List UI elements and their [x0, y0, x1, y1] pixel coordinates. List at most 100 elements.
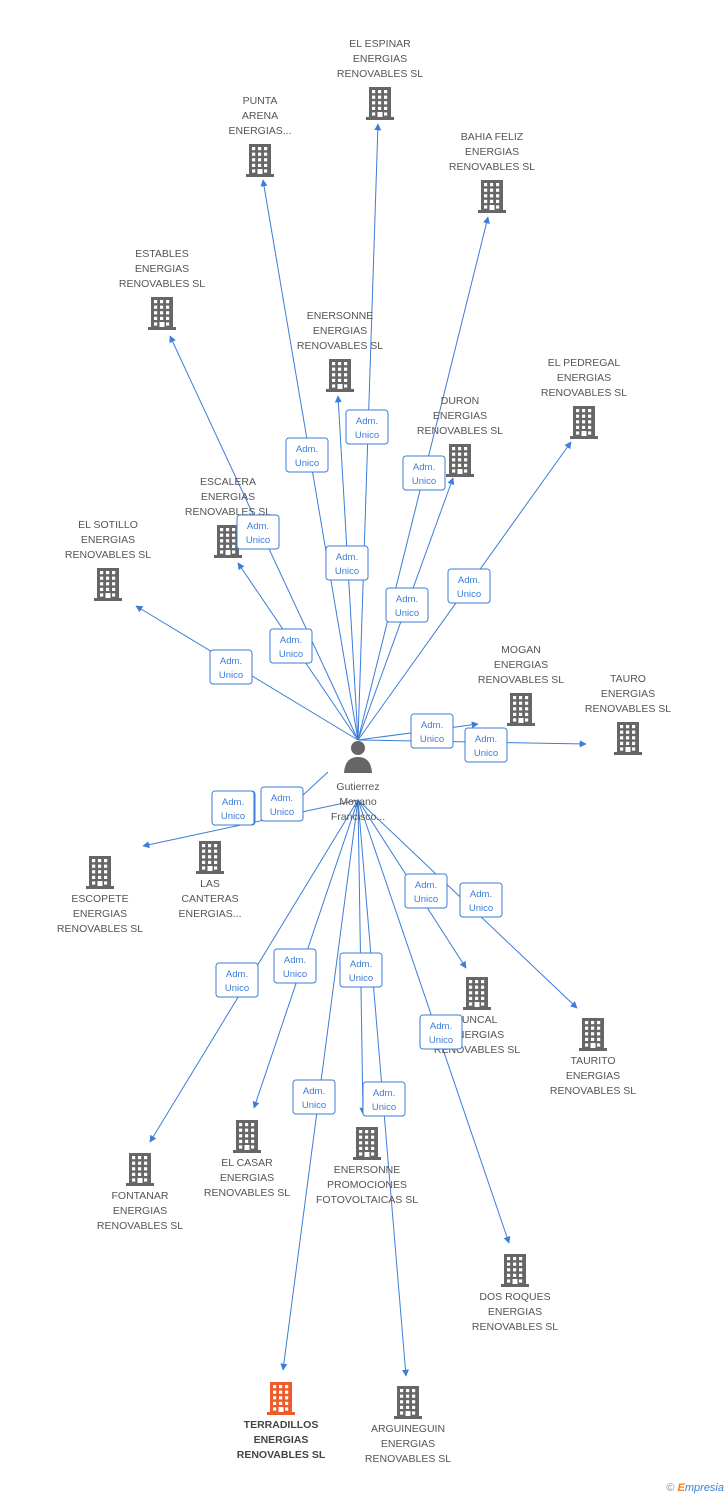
edge-label-text: Unico [295, 458, 319, 469]
building-icon [579, 1018, 607, 1051]
edge-label-el-pedregal[interactable]: Adm.Unico [447, 568, 491, 604]
edge-label-text: Unico [283, 969, 307, 980]
edge-label-text: Adm. [303, 1086, 325, 1097]
edge-label-text: Unico [246, 535, 270, 546]
building-icon [366, 87, 394, 120]
company-node-las-canteras[interactable]: LASCANTERASENERGIAS... [178, 841, 242, 920]
edge-label-text: Adm. [470, 889, 492, 900]
company-name-line: DURON [441, 395, 480, 407]
company-name-line: EL SOTILLO [78, 519, 138, 531]
center-person-node[interactable]: GutierrezMoyanoFrancisco... [331, 741, 385, 823]
company-name-line: PUNTA [243, 95, 278, 107]
building-icon [246, 144, 274, 177]
brand-initial: E [677, 1482, 685, 1494]
company-name-line: ENERGIAS [220, 1172, 274, 1184]
building-icon [570, 406, 598, 439]
edge-label-enersonne-promociones[interactable]: Adm.Unico [339, 952, 383, 988]
edge-label-arguineguin[interactable]: Adm.Unico [362, 1081, 406, 1117]
company-name-line: PROMOCIONES [327, 1179, 407, 1191]
company-node-el-sotillo[interactable]: EL SOTILLO ENERGIAS RENOVABLES SL [65, 519, 151, 601]
edge-label-juncal[interactable]: Adm.Unico [404, 873, 448, 909]
edge-label-extra-0[interactable]: Adm.Unico [211, 790, 255, 826]
building-icon [196, 841, 224, 874]
company-node-punta-arena[interactable]: PUNTAARENAENERGIAS... [228, 95, 292, 177]
edge-label-bahia-feliz[interactable]: Adm.Unico [402, 455, 446, 491]
edge-label-text: Adm. [220, 656, 242, 667]
building-icon [214, 525, 242, 558]
edge-label-taurito[interactable]: Adm.Unico [459, 882, 503, 918]
building-icon [501, 1254, 529, 1287]
building-icon [614, 722, 642, 755]
company-name-line: ENERGIAS [465, 146, 519, 158]
edge-line-las-canteras [301, 771, 329, 797]
edge-label-punta-arena[interactable]: Adm. Unico [285, 437, 329, 473]
edge-label-text: Adm. [284, 955, 306, 966]
company-name-line: FOTOVOLTAICAS SL [316, 1194, 418, 1206]
company-name-line: EL CASAR [221, 1157, 273, 1169]
company-name-line: ENERGIAS [433, 410, 487, 422]
company-name-line: ENERGIAS [81, 534, 135, 546]
company-name-line: FONTANAR [112, 1190, 169, 1202]
company-name-line: EL PEDREGAL [548, 357, 621, 369]
company-name-line: RENOVABLES SL [57, 923, 143, 935]
company-name-line: ENERGIAS [557, 372, 611, 384]
edge-label-fontanar[interactable]: Adm.Unico [215, 962, 259, 998]
company-name-line: RENOVABLES SL [237, 1449, 326, 1461]
company-name-line: RENOVABLES SL [472, 1321, 558, 1333]
company-name-line: ENERGIAS [488, 1306, 542, 1318]
edge-label-el-casar[interactable]: Adm. Unico [273, 948, 317, 984]
edge-label-text: Adm. [271, 793, 293, 804]
building-icon [326, 359, 354, 392]
company-name-line: RENOVABLES SL [65, 549, 151, 561]
edge-label-terradillos[interactable]: Adm.Unico [292, 1079, 336, 1115]
edge-label-text: Adm. [475, 734, 497, 745]
company-name-line: ENERGIAS... [228, 125, 291, 137]
footer-brand[interactable]: © Empresia [666, 1482, 724, 1494]
edge-label-las-canteras[interactable]: Adm.Unico [260, 786, 304, 822]
company-name-line: RENOVABLES SL [585, 703, 671, 715]
company-name-line: ENERGIAS... [178, 908, 241, 920]
edge-label-duron[interactable]: Adm.Unico [385, 587, 429, 623]
edge-label-escalera[interactable]: Adm.Unico [269, 628, 313, 664]
building-icon [507, 693, 535, 726]
edge-label-dos-roques[interactable]: Adm.Unico [419, 1014, 463, 1050]
edge-label-text: Unico [349, 973, 373, 984]
edge-label-estables[interactable]: Adm.Unico [236, 514, 280, 550]
edge-label-mogan[interactable]: Adm.Unico [410, 713, 454, 749]
brand-name: mpresia [684, 1482, 724, 1494]
company-name-line: RENOVABLES SL [550, 1085, 636, 1097]
company-node-enersonne-promociones[interactable]: ENERSONNE PROMOCIONES FOTOVOLTAICAS SL [316, 1127, 418, 1206]
building-icon [148, 297, 176, 330]
edge-label-el-sotillo[interactable]: Adm.Unico [209, 649, 253, 685]
company-name-line: LAS [200, 878, 220, 890]
company-name-line: ENERSONNE [334, 1164, 401, 1176]
company-name-line: TERRADILLOS [244, 1419, 319, 1431]
edge-label-text: Adm. [415, 880, 437, 891]
company-name-line: BAHIA FELIZ [461, 131, 524, 143]
company-name-line: ENERGIAS [566, 1070, 620, 1082]
company-name-line: TAURO [610, 673, 646, 685]
edge-label-el-espinar[interactable]: Adm.Unico [345, 409, 389, 445]
edge-label-enersonne[interactable]: Adm.Unico [325, 545, 369, 581]
edge-label-text: Unico [474, 748, 498, 759]
company-name-line: MOGAN [501, 644, 541, 656]
edge-label-text: Adm. [296, 444, 318, 455]
edge-label-tauro[interactable]: Adm. Unico [464, 727, 508, 763]
